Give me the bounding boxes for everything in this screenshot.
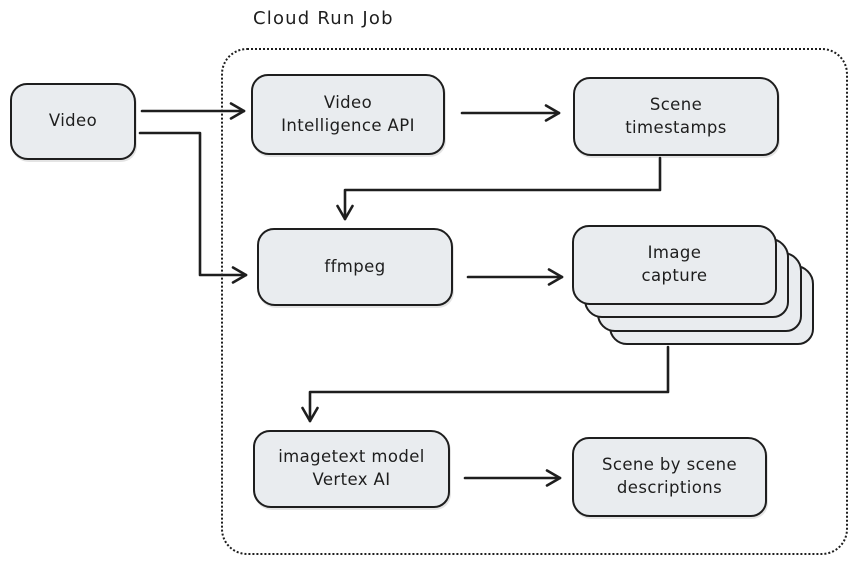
node-video-intelligence-api-label: Video Intelligence API	[281, 92, 415, 135]
node-ffmpeg-label: ffmpeg	[324, 256, 386, 276]
node-video-intelligence-api: Video Intelligence API	[251, 74, 445, 155]
node-scene-descriptions: Scene by scene descriptions	[572, 437, 767, 517]
cloud-run-job-title: Cloud Run Job	[253, 8, 394, 29]
cloud-run-job-container	[221, 48, 848, 555]
node-ffmpeg: ffmpeg	[257, 228, 453, 306]
node-image-capture-label: Image capture	[641, 243, 708, 285]
node-image-capture: Image capture	[572, 225, 777, 305]
node-scene-timestamps-label: Scene timestamps	[625, 94, 727, 137]
node-imagetext-vertex-ai: imagetext model Vertex AI	[253, 430, 450, 508]
node-scene-descriptions-label: Scene by scene descriptions	[601, 455, 738, 497]
node-video-label: Video	[48, 111, 98, 131]
node-imagetext-vertex-ai-label: imagetext model Vertex AI	[278, 447, 425, 489]
node-scene-timestamps: Scene timestamps	[573, 77, 779, 156]
node-video: Video	[10, 83, 136, 160]
